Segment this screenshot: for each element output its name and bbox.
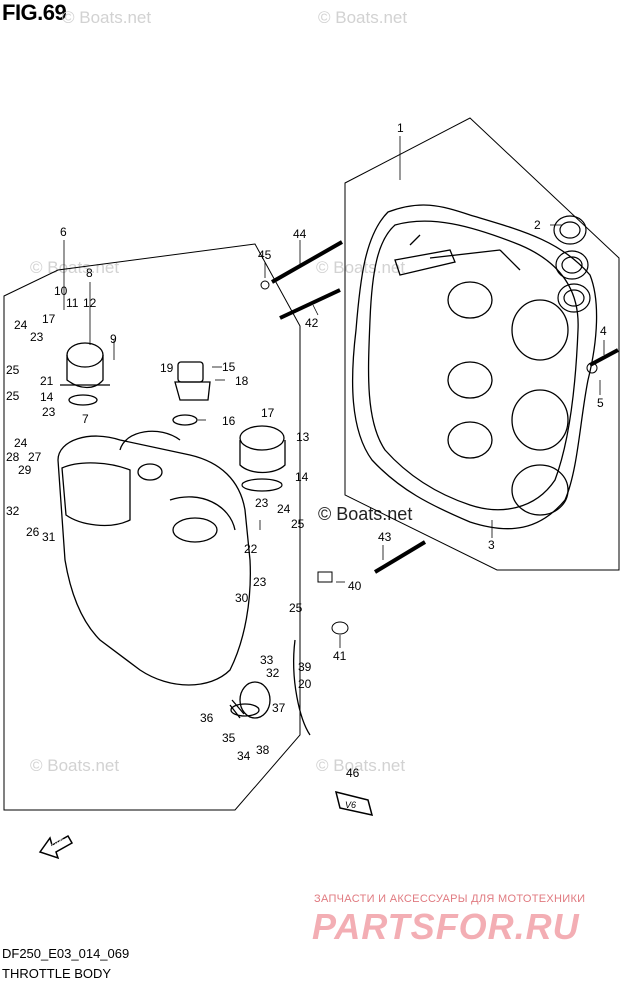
callout-17a: 17 — [42, 312, 56, 326]
callout-2: 2 — [534, 218, 541, 232]
callout-28: 28 — [6, 450, 20, 464]
frame-right — [344, 117, 620, 571]
frame-left — [3, 243, 301, 811]
callout-25c: 25 — [291, 517, 305, 531]
watermark: © Boats.net — [316, 258, 406, 277]
callout-44: 44 — [293, 227, 307, 241]
figure-name: THROTTLE BODY — [2, 966, 112, 981]
callout-32a: 32 — [6, 504, 20, 518]
callout-15: 15 — [222, 360, 236, 374]
sensor-part-15 — [172, 361, 211, 426]
callout-45: 45 — [258, 248, 272, 262]
callout-43: 43 — [378, 530, 392, 544]
callout-33: 33 — [260, 653, 274, 667]
callout-25d: 25 — [289, 601, 303, 615]
watermark: © Boats.net — [316, 756, 406, 775]
figure-title: FIG.69 — [2, 0, 67, 25]
callout-23b: 23 — [42, 405, 56, 419]
callout-20: 20 — [298, 677, 312, 691]
callout-18: 18 — [235, 374, 249, 388]
callout-32b: 32 — [266, 666, 280, 680]
callout-23a: 23 — [30, 330, 44, 344]
throttle-body-part-6 — [57, 430, 251, 686]
fwd-arrow — [38, 834, 74, 860]
callout-4: 4 — [600, 324, 607, 338]
callout-10: 10 — [54, 284, 68, 298]
watermark-strong: © Boats.net — [318, 504, 413, 524]
callout-29: 29 — [18, 463, 32, 477]
callout-41: 41 — [333, 649, 347, 663]
callout-13: 13 — [296, 430, 310, 444]
callout-17b: 17 — [261, 406, 275, 420]
callout-16: 16 — [222, 414, 236, 428]
callout-24c: 24 — [277, 502, 291, 516]
callout-34: 34 — [237, 749, 251, 763]
watermark: © Boats.net — [62, 8, 152, 27]
callout-19: 19 — [160, 361, 174, 375]
callout-1: 1 — [397, 121, 404, 135]
promo-tagline: ЗАПЧАСТИ И АКСЕССУАРЫ ДЛЯ МОТОТЕХНИКИ — [314, 893, 586, 905]
callout-21: 21 — [40, 374, 54, 388]
callout-23d: 23 — [253, 575, 267, 589]
callout-7: 7 — [82, 412, 89, 426]
callout-25a: 25 — [6, 363, 20, 377]
callout-26: 26 — [26, 525, 40, 539]
callout-8: 8 — [86, 266, 93, 280]
badge-label: V6 — [345, 800, 356, 810]
callout-24b: 24 — [14, 436, 28, 450]
callout-40: 40 — [348, 579, 362, 593]
throttle-body-part-13 — [239, 425, 286, 474]
callout-31: 31 — [42, 530, 56, 544]
callout-36: 36 — [200, 711, 214, 725]
gasket-part-2 — [553, 215, 591, 313]
callout-12: 12 — [83, 296, 97, 310]
callout-23c: 23 — [255, 496, 269, 510]
intake-manifold — [351, 204, 598, 530]
callout-6: 6 — [60, 225, 67, 239]
callout-22: 22 — [244, 542, 258, 556]
callout-11: 11 — [66, 296, 79, 310]
callout-35: 35 — [222, 731, 236, 745]
callout-27: 27 — [28, 450, 42, 464]
watermark: © Boats.net — [30, 756, 120, 775]
callout-39: 39 — [298, 660, 312, 674]
badge-part-46 — [334, 790, 374, 816]
callout-3: 3 — [488, 538, 495, 552]
model-code: DF250_E03_014_069 — [2, 946, 130, 961]
callout-25b: 25 — [6, 389, 20, 403]
callout-24a: 24 — [14, 318, 28, 332]
callout-14a: 14 — [40, 390, 54, 404]
component-part-8 — [60, 342, 110, 406]
callout-37: 37 — [272, 701, 286, 715]
callout-30: 30 — [235, 591, 249, 605]
watermark: © Boats.net — [318, 8, 408, 27]
callout-38: 38 — [256, 743, 270, 757]
callout-46: 46 — [346, 766, 360, 780]
promo-logo: PARTSFOR.RU — [312, 906, 580, 947]
pulley-part-34 — [229, 681, 271, 719]
callout-5: 5 — [597, 396, 604, 410]
callout-42: 42 — [305, 316, 319, 330]
callout-9: 9 — [110, 332, 117, 346]
callout-14b: 14 — [295, 470, 309, 484]
